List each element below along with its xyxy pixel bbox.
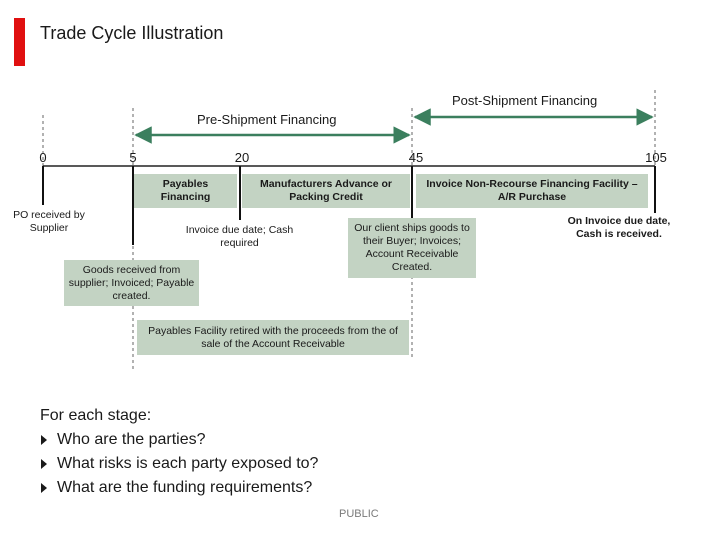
question-item: What risks is each party exposed to? <box>40 452 318 476</box>
client-ships-box: Our client ships goods to their Buyer; I… <box>348 218 476 278</box>
invoice-due-cash-required-box: Invoice due date; Cash required <box>178 220 301 254</box>
tick-label-20: 20 <box>234 150 250 165</box>
timeline-stems <box>42 166 656 245</box>
pre-shipment-label: Pre-Shipment Financing <box>197 112 337 127</box>
classification-label: PUBLIC <box>339 508 379 520</box>
tick-label-45: 45 <box>408 150 424 165</box>
tick-label-5: 5 <box>129 150 137 165</box>
manufacturers-advance-box: Manufacturers Advance or Packing Credit <box>242 174 410 208</box>
goods-received-box: Goods received from supplier; Invoiced; … <box>64 260 199 306</box>
invoice-non-recourse-box: Invoice Non-Recourse Financing Facility … <box>416 174 648 208</box>
tick-label-105: 105 <box>645 150 667 165</box>
page-title: Trade Cycle Illustration <box>40 23 224 43</box>
questions-heading: For each stage: <box>40 407 152 424</box>
tick-label-0: 0 <box>39 150 47 165</box>
question-item: Who are the parties? <box>40 428 318 452</box>
payables-retired-box: Payables Facility retired with the proce… <box>137 320 409 355</box>
triangle-right-icon <box>41 459 47 469</box>
question-item: What are the funding requirements? <box>40 476 318 500</box>
payables-financing-box: Payables Financing <box>134 174 237 208</box>
post-shipment-label: Post-Shipment Financing <box>452 93 598 108</box>
triangle-right-icon <box>41 483 47 493</box>
po-received-box: PO received by Supplier <box>9 205 89 239</box>
questions-block: For each stage: Who are the parties? Wha… <box>40 404 318 500</box>
triangle-right-icon <box>41 435 47 445</box>
title-accent-bar <box>14 18 25 66</box>
on-invoice-due-note: On Invoice due date, Cash is received. <box>567 215 671 240</box>
